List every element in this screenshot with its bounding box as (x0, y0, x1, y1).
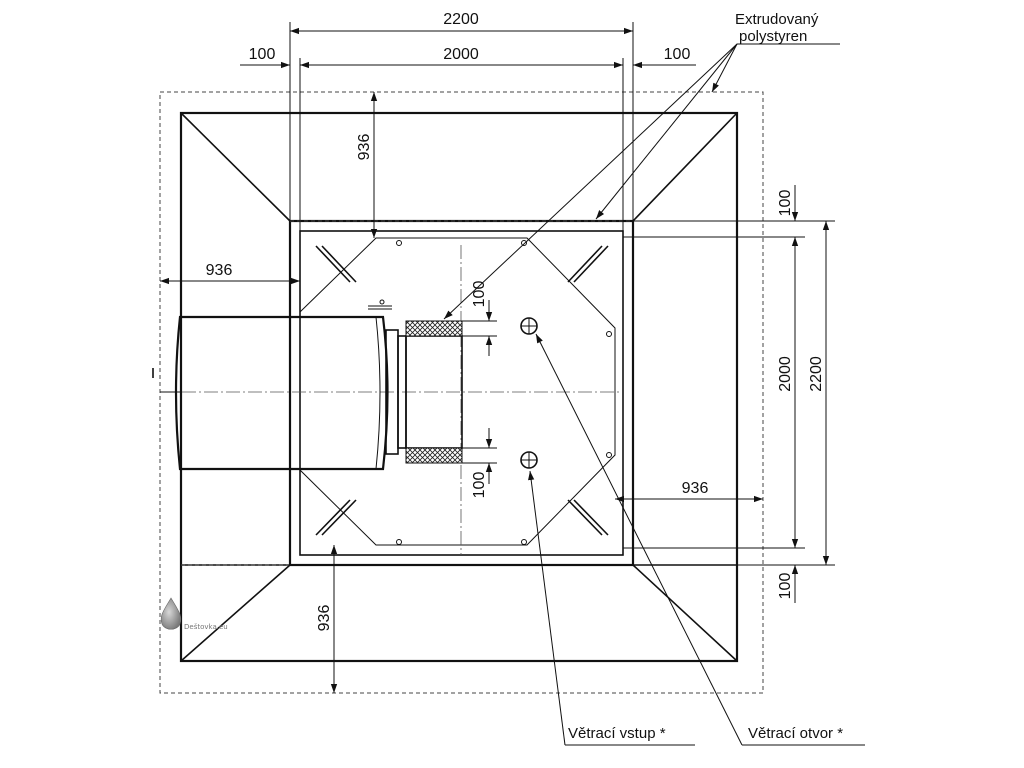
insulation-hatch-top (405, 320, 463, 337)
insulation-leaders (443, 43, 840, 320)
dim-top-left-margin: 100 (249, 46, 276, 63)
dim-right-bottom-margin: 100 (777, 573, 794, 600)
tank-interior-octagon (299, 237, 616, 546)
dim-upper-depth: 936 (356, 134, 373, 161)
label-vent-inlet: Větrací vstup * (568, 725, 666, 742)
right-dimensions (623, 185, 835, 603)
dim-bottom-depth: 936 (316, 605, 333, 632)
label-insulation-line2: polystyren (739, 28, 807, 45)
top-dimensions (240, 22, 696, 231)
insulation-frame (179, 111, 739, 663)
label-insulation-line1: Extrudovaný (735, 11, 819, 28)
dim-right-top-margin: 100 (777, 190, 794, 217)
pipe-offset-dims (462, 300, 497, 484)
dim-top-inner: 2000 (443, 46, 479, 63)
dim-right-depth: 936 (682, 480, 709, 497)
label-vent-opening: Větrací otvor * (748, 725, 843, 742)
insulation-hatch-bottom (405, 447, 463, 464)
dim-pipe-offset-bottom: 100 (471, 472, 488, 499)
dim-top-overall: 2200 (443, 11, 479, 28)
vent-leaders (528, 333, 865, 746)
dim-right-inner: 2000 (777, 356, 794, 392)
vent-holes (520, 317, 538, 469)
dim-top-right-margin: 100 (664, 46, 691, 63)
dim-right-overall: 2200 (808, 356, 825, 392)
dim-pipe-offset-top: 100 (471, 281, 488, 308)
inlet-pipe (152, 315, 463, 471)
svg-text:Deštovka.eu: Deštovka.eu (184, 623, 228, 631)
dim-left-depth: 936 (206, 262, 233, 279)
watermark-logo: Deštovka.eu (160, 597, 228, 631)
